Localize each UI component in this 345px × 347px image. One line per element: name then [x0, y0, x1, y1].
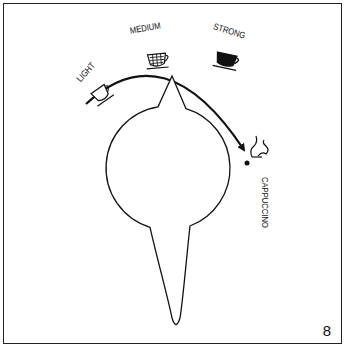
light-cup-icon — [89, 83, 114, 106]
setting-label: CAPPUCCINO — [260, 176, 269, 227]
figure-number: 8 — [323, 323, 331, 338]
selector-knob — [106, 76, 230, 325]
frame — [4, 4, 342, 344]
setting-label: LIGHT — [75, 61, 97, 84]
setting-label: MEDIUM — [130, 21, 162, 35]
cappuccino-dot — [245, 161, 250, 166]
medium-cup-icon — [146, 53, 169, 69]
setting-label: STRONG — [212, 22, 246, 40]
steam-icon — [251, 136, 268, 157]
strong-cup-icon — [213, 52, 240, 71]
